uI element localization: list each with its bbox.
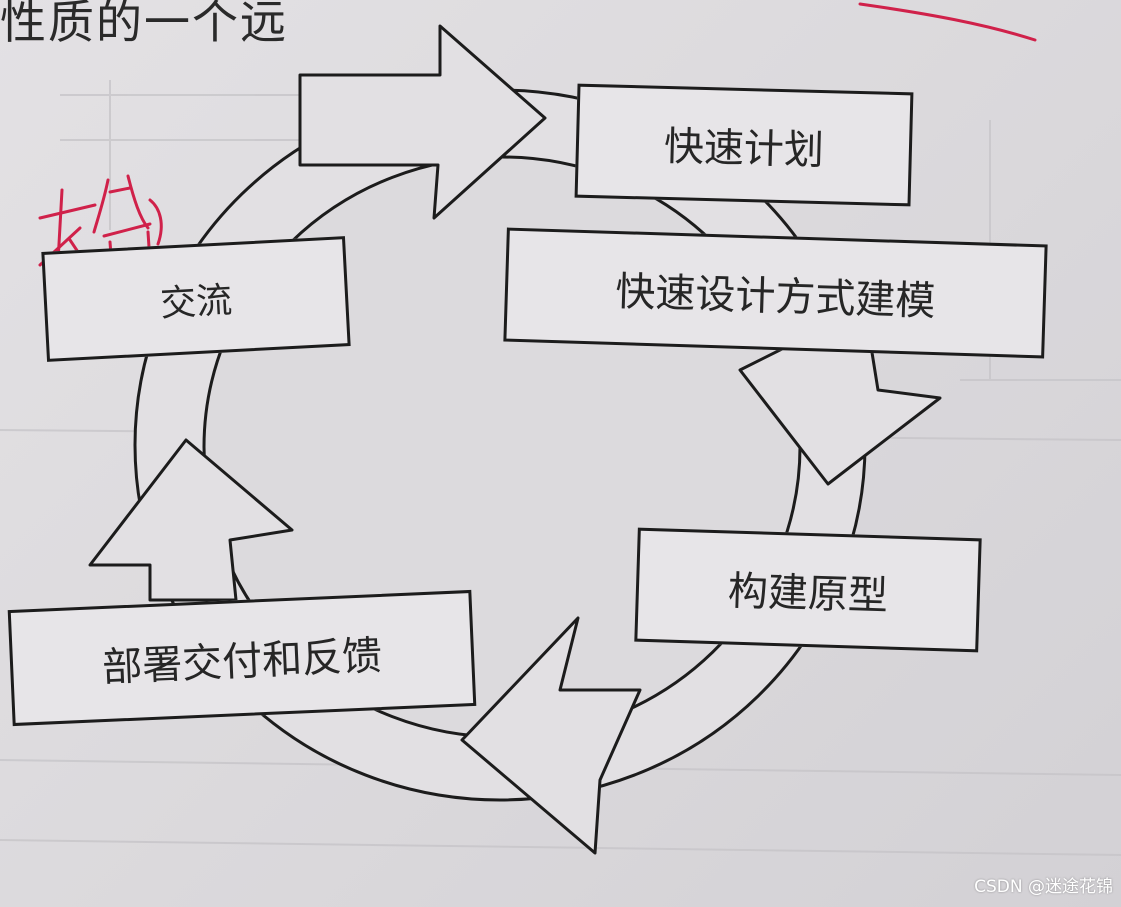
stage-communication: 交流 (41, 236, 351, 362)
stage-quick-design-modeling: 快速设计方式建模 (503, 227, 1048, 359)
stage-build-prototype: 构建原型 (634, 527, 982, 653)
red-pen-stroke (858, 2, 1037, 42)
stage-label: 快速计划 (663, 123, 825, 175)
watermark: CSDN @迷途花锦 (974, 877, 1113, 897)
stage-label: 快速设计方式建模 (614, 268, 937, 326)
stage-deploy-delivery-feedback: 部署交付和反馈 (7, 589, 477, 727)
page-header-text: 性质的一个远 (0, 0, 288, 49)
arrow-to-quick-plan-icon (298, 24, 547, 220)
stage-quick-plan: 快速计划 (574, 83, 914, 207)
arrow-to-communication-icon (88, 438, 294, 602)
arrow-to-deploy-icon (460, 616, 642, 855)
stage-label: 交流 (159, 280, 234, 325)
stage-label: 构建原型 (727, 568, 889, 620)
stage-label: 部署交付和反馈 (101, 632, 384, 692)
